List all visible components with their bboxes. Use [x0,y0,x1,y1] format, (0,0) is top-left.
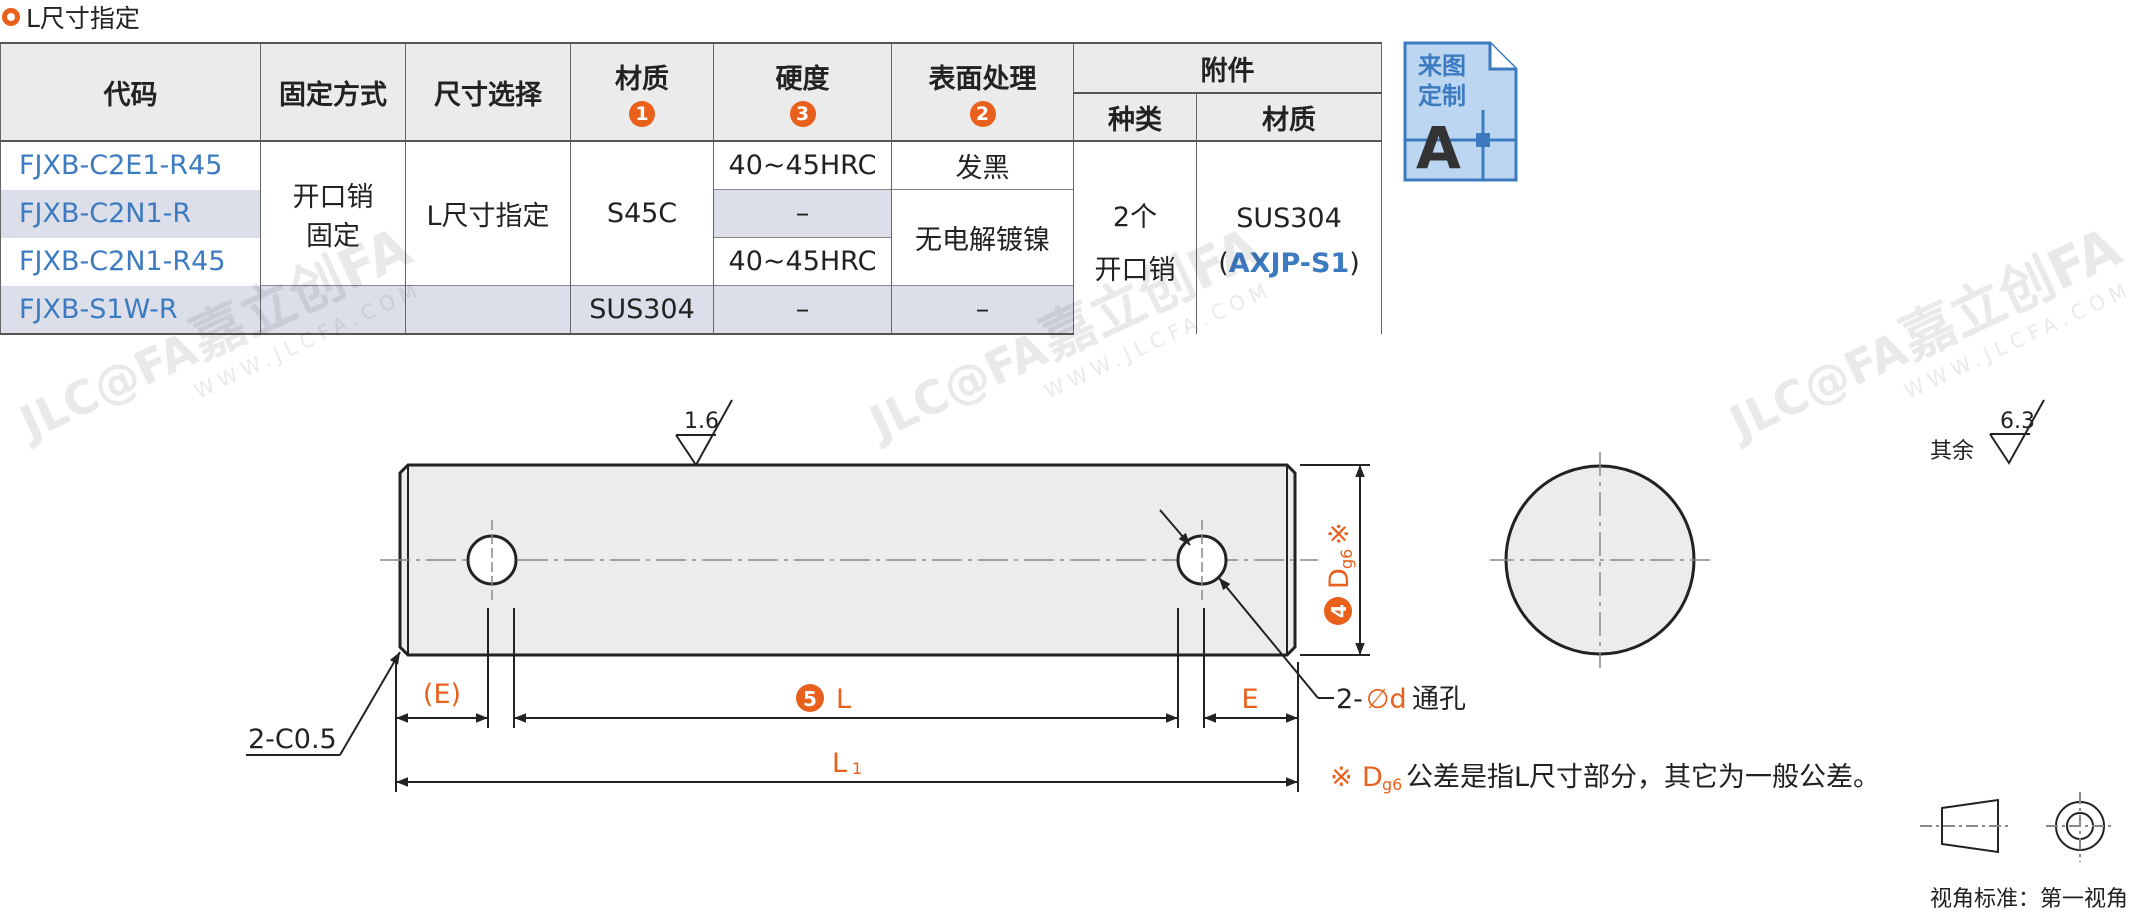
paren-open: ( [1218,248,1229,279]
first-angle-projection-icon [1920,792,2114,862]
tolerance-note: ※ D g6 公差是指L尺寸部分，其它为一般公差。 [1330,762,1880,794]
watermark: JLC@FA 嘉立创FA WWW.JLCFA.COM [1719,215,2132,451]
custom-drawing-badge-icon[interactable]: 来图 定制 A [1403,41,1518,182]
note-mark: ※ [1330,762,1353,793]
watermark: JLC@FA 嘉立创FA WWW.JLCFA.COM [859,215,1276,451]
hole-label-suffix: 通孔 [1412,684,1466,715]
note-d: D [1362,762,1383,793]
acc-material-line1: SUS304 [1236,203,1342,234]
dim-l1-sub: 1 [852,759,862,778]
header-size-select: 尺寸选择 [405,42,571,142]
dim-d-label: D [1324,568,1355,589]
header-acc-material: 材质 [1196,92,1382,142]
hole-label-dia: ∅d [1366,684,1407,715]
surface-cell: – [891,285,1074,335]
header-hardness: 硬度 3 [713,42,892,142]
table-row: FJXB-C2E1-R45 开口销 固定 L尺寸指定 S45C 40~45HRC… [0,141,1382,334]
note-text: 公差是指L尺寸部分，其它为一般公差。 [1406,762,1880,793]
header-code: 代码 [0,42,261,142]
section-title-text: L尺寸指定 [26,4,140,33]
accessory-code-link[interactable]: AXJP-S1 [1228,248,1350,279]
dim-l-badge: 5 [803,687,817,711]
material-cell: SUS304 [570,285,714,335]
watermark-brand: JLC@FA [9,321,205,451]
cross-hole-right [1176,520,1228,600]
header-surface-label: 表面处理 [928,64,1037,95]
roughness-other-label: 其余 [1930,439,1974,464]
surface-plating-cell: 无电解镀镍 [891,189,1074,286]
roughness-symbol-other [1989,399,2045,465]
header-row-2: 种类 材质 [1,92,1382,142]
hardness-cell: 40~45HRC [713,237,892,286]
header-material-label: 材质 [615,64,669,95]
dim-d-mark: ※ [1324,522,1355,545]
header-surface: 表面处理 2 [891,42,1074,142]
roughness-symbol-main [675,399,733,467]
watermark-brand: JLC@FA [1719,321,1915,451]
fixing-line2: 固定 [306,220,360,252]
material-badge: 1 [629,101,655,127]
part-code-link[interactable]: FJXB-C2N1-R [0,189,261,238]
hardness-cell: – [713,285,892,335]
fixing-line1: 开口销 [292,181,374,213]
dim-d-sub: g6 [1337,549,1356,569]
hole-label-prefix: 2- [1336,684,1363,715]
note-d-sub: g6 [1382,775,1402,794]
watermark: JLC@FA 嘉立创FA WWW.JLCFA.COM [9,215,426,451]
roughness-main-value: 1.6 [684,409,719,434]
acc-type-line1: 2个 [1112,202,1158,233]
table-row: FJXB-S1W-R SUS304 – – [0,285,1382,335]
dimension-lines [396,465,1365,787]
header-hardness-label: 硬度 [775,64,830,95]
hole-callout: 2- ∅d 通孔 [1336,684,1466,715]
section-marker-icon [2,8,20,26]
spec-table: 代码 固定方式 尺寸选择 材质 1 硬度 3 表面处理 2 附件 种类 材质 F… [0,42,1382,335]
projection-label: 视角标准：第一视角 [1930,887,2128,912]
badge-line1: 来图 [1418,52,1466,80]
dim-l-label: L [836,684,851,715]
fixing-empty-cell [260,285,406,335]
part-code-link[interactable]: FJXB-C2N1-R45 [0,237,261,286]
dim-l1-label: L [832,748,847,779]
cross-hole-left [466,520,518,600]
acc-material-line2: (AXJP-S1) [1197,248,1381,279]
badge-line2: 定制 [1418,82,1466,110]
header-row: 代码 固定方式 尺寸选择 材质 1 硬度 3 表面处理 2 附件 [0,42,1382,142]
surface-badge: 2 [969,101,996,127]
fixing-cell: 开口销 固定 [260,141,406,286]
size-select-cell: L尺寸指定 [405,141,571,286]
hardness-badge: 3 [789,101,816,127]
header-accessory: 附件 [1073,42,1382,94]
size-empty-cell [405,285,571,335]
paren-close: ) [1349,248,1360,279]
table-row: FJXB-C2N1-R – 无电解镀镍 [0,189,1382,286]
dim-l1: L 1 [832,748,862,779]
dim-d-badge: 4 [1327,604,1351,618]
section-title: L尺寸指定 [2,2,140,33]
pin-end-view [1490,452,1710,668]
header-fixing: 固定方式 [260,42,406,142]
dim-e-left: (E) [423,679,461,710]
hardness-cell: – [713,189,892,238]
material-cell: S45C [570,141,714,286]
acc-type-line2: 开口销 [1094,255,1176,286]
chamfer-leader [246,651,401,756]
dim-diameter: 4 D g6 ※ [1324,522,1356,625]
part-code-link[interactable]: FJXB-S1W-R [0,285,261,335]
watermark-layer: JLC@FA 嘉立创FA WWW.JLCFA.COM JLC@FA 嘉立创FA … [9,215,2132,451]
header-acc-type: 种类 [1073,92,1197,142]
hole-leader [1159,509,1334,699]
hardness-cell: 40~45HRC [713,141,892,190]
watermark-brand: JLC@FA [859,321,1055,451]
dim-e-right: E [1241,684,1258,715]
table-row: FJXB-C2N1-R45 40~45HRC [0,237,1382,286]
chamfer-label: 2-C0.5 [248,724,337,755]
roughness-other-value: 6.3 [2000,409,2035,434]
dim-l: 5 L [796,684,851,715]
part-code-link[interactable]: FJXB-C2E1-R45 [0,141,261,190]
badge-letter: A [1416,114,1461,182]
acc-material-cell: SUS304 (AXJP-S1) [1196,141,1382,334]
